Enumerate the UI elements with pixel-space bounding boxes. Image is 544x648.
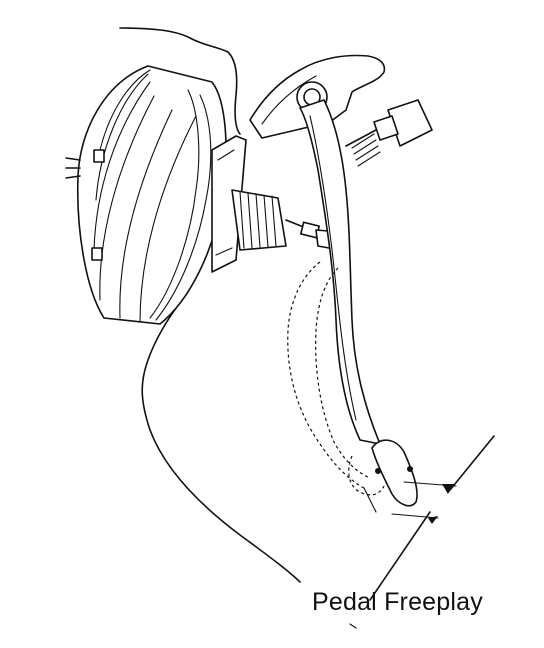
brake-light-switch — [345, 99, 433, 167]
depressed-pedal-outline — [287, 261, 371, 489]
brake-booster — [65, 65, 227, 325]
pad-stop-curve — [363, 487, 377, 513]
brake-pedal-arm — [299, 99, 381, 445]
firewall-lower-outline — [141, 299, 301, 583]
brake-pedal-pad — [371, 439, 418, 507]
pedal-freeplay-label: Pedal Freeplay — [312, 588, 483, 616]
caption-tick — [349, 623, 357, 629]
freeplay-dimension — [369, 435, 495, 601]
depressed-pad-outline — [348, 455, 385, 496]
firewall-outline — [119, 27, 241, 135]
